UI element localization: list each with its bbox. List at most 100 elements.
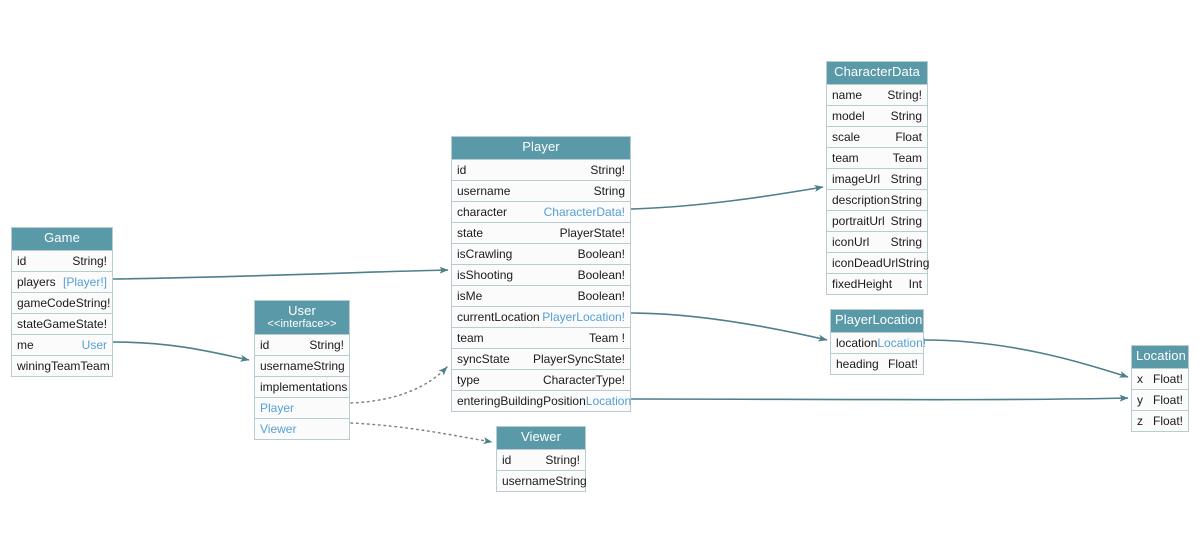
field-type: Location xyxy=(585,393,632,408)
field-row[interactable]: fixedHeight Int xyxy=(827,272,927,294)
entity-header-characterdata: CharacterData xyxy=(827,62,927,84)
field-type: String! xyxy=(590,162,625,177)
field-type: Team xyxy=(892,150,922,165)
field-row[interactable]: id String! xyxy=(497,448,585,470)
field-name: iconUrl xyxy=(832,234,870,249)
field-name: currentLocation xyxy=(457,309,540,324)
field-type: Team ! xyxy=(588,330,625,345)
field-type: Boolean! xyxy=(577,288,625,303)
field-name: enteringBuildingPosition xyxy=(457,393,586,408)
edge-user-player-impl xyxy=(350,366,448,404)
entity-header-viewer: Viewer xyxy=(497,427,585,449)
field-name: state xyxy=(17,316,44,331)
field-type: [Player!] xyxy=(62,274,107,289)
field-type: Float! xyxy=(1152,392,1183,407)
field-type: PlayerState! xyxy=(559,225,625,240)
field-name: scale xyxy=(832,129,861,144)
edge-game-me-to-user xyxy=(112,341,250,362)
edge-user-viewer-impl xyxy=(350,422,493,445)
field-type: String xyxy=(890,192,922,207)
field-name: syncState xyxy=(457,351,510,366)
field-name: id xyxy=(17,253,27,268)
field-row[interactable]: Viewer xyxy=(255,418,349,440)
field-row[interactable]: isMe Boolean! xyxy=(452,284,630,306)
field-row[interactable]: Player xyxy=(255,397,349,419)
field-type: Location! xyxy=(877,335,927,350)
field-type: Float xyxy=(895,129,922,144)
field-name: Viewer xyxy=(260,422,297,437)
entity-header-player: Player xyxy=(452,137,630,159)
field-type: Boolean! xyxy=(577,267,625,282)
field-row[interactable]: iconUrl String xyxy=(827,230,927,252)
field-type: String xyxy=(898,255,930,270)
edge-playerlocation-location-to-location xyxy=(923,339,1129,378)
field-name: username xyxy=(260,359,314,374)
field-row[interactable]: team Team xyxy=(827,146,927,168)
field-type: Int xyxy=(908,276,922,291)
field-name: id xyxy=(502,452,512,467)
field-name: team xyxy=(832,150,859,165)
field-name: fixedHeight xyxy=(832,276,893,291)
field-name: z xyxy=(1137,413,1143,428)
field-name: players xyxy=(17,274,56,289)
field-name: isMe xyxy=(457,288,483,303)
field-row[interactable]: scale Float xyxy=(827,125,927,147)
field-name: username xyxy=(457,183,511,198)
entity-stereotype: <<interface>> xyxy=(267,317,337,330)
field-type: PlayerSyncState! xyxy=(532,351,625,366)
entity-title: Player xyxy=(522,139,560,154)
entity-title: Game xyxy=(44,230,80,245)
field-name: implementations xyxy=(260,380,348,395)
field-name: type xyxy=(457,372,480,387)
field-type: PlayerLocation! xyxy=(542,309,625,324)
field-row[interactable]: players [Player!] xyxy=(12,270,112,292)
field-name: location xyxy=(836,335,878,350)
field-name: iconDeadUrl xyxy=(832,255,899,270)
field-type: String xyxy=(890,234,922,249)
field-row[interactable]: syncState PlayerSyncState! xyxy=(452,347,630,369)
field-name: heading xyxy=(836,356,879,371)
field-row[interactable]: z Float! xyxy=(1132,409,1188,431)
field-row[interactable]: implementations xyxy=(255,376,349,398)
entity-header-location: Location xyxy=(1132,346,1188,368)
field-type: String! xyxy=(545,452,580,467)
field-name: isCrawling xyxy=(457,246,513,261)
field-type: Float! xyxy=(1152,413,1183,428)
